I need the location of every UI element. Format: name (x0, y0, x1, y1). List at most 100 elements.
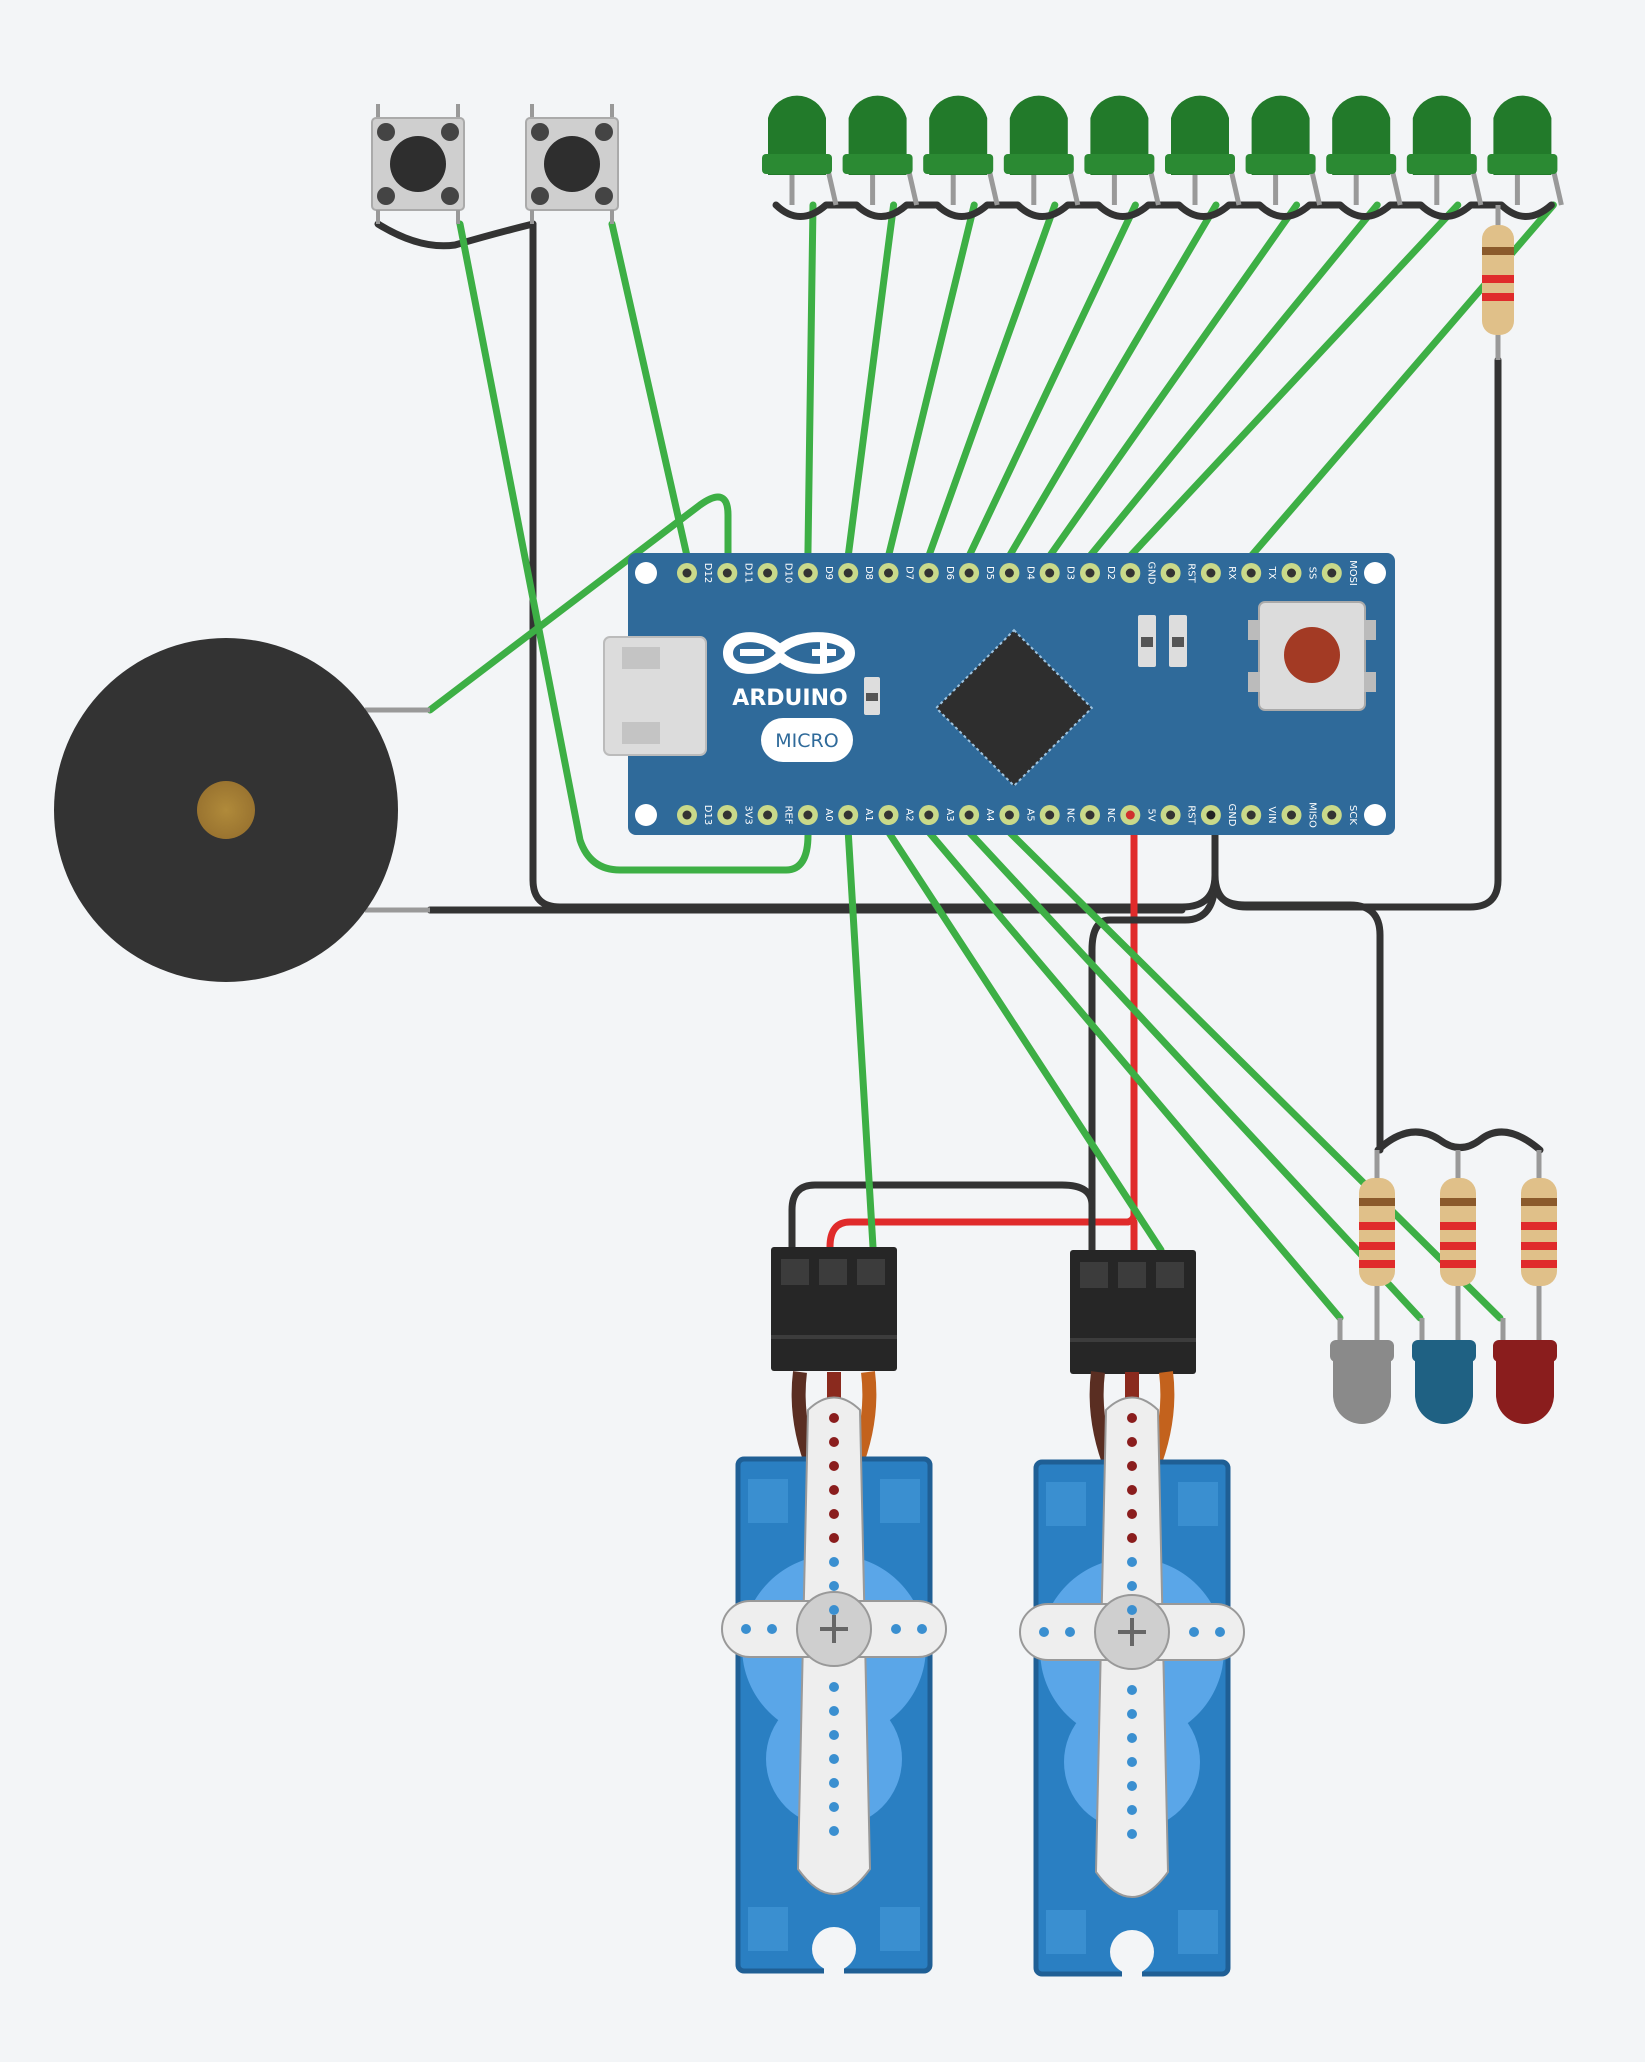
status-ground-chain[interactable] (1374, 1128, 1544, 1154)
pin-label: A2 (904, 808, 915, 821)
green-led[interactable] (842, 95, 920, 206)
servo-motor-1[interactable] (721, 1371, 947, 1979)
buzzer-signal-wire[interactable] (426, 493, 732, 714)
green-led[interactable] (1003, 95, 1081, 206)
pin-label: A0 (823, 808, 834, 821)
green-led-row (762, 95, 1564, 206)
pin-label: A1 (863, 808, 874, 821)
gray-led[interactable] (1330, 1318, 1394, 1424)
pin-label: RX (1226, 566, 1237, 580)
pin-label: RST (1186, 563, 1197, 583)
pin-label: D4 (1024, 566, 1035, 580)
green-led[interactable] (1326, 95, 1403, 206)
button2-signal-wire[interactable] (608, 220, 691, 560)
pushbutton-1[interactable] (371, 104, 465, 224)
pin-label: GND (1226, 804, 1237, 827)
pin-label: MISO (1307, 802, 1318, 828)
servo-connector-1 (771, 1247, 897, 1371)
gray-led-signal-wire[interactable] (925, 828, 1344, 1322)
led-ground-wire[interactable] (772, 201, 1555, 220)
pin-label: D11 (742, 563, 753, 583)
reset-button[interactable] (1248, 601, 1376, 711)
pin-label: NC (1105, 808, 1116, 822)
pin-label: 3V3 (742, 805, 753, 825)
buzzer-center-icon (197, 781, 255, 839)
pin-label: D9 (823, 566, 834, 580)
green-led[interactable] (1165, 95, 1242, 206)
servo2-ground-wire[interactable] (1088, 876, 1219, 1254)
pin-label: A5 (1024, 808, 1035, 821)
pin-label: A3 (944, 808, 955, 821)
led-signal-wire[interactable] (1126, 201, 1462, 560)
green-led[interactable] (1084, 95, 1161, 206)
button1-signal-wire[interactable] (456, 220, 812, 874)
wires (374, 201, 1557, 1322)
pin-label: D13 (702, 805, 713, 825)
status-ground-wire[interactable] (1211, 876, 1384, 1154)
led-signal-wire[interactable] (844, 201, 898, 560)
blue-led-signal-wire[interactable] (965, 828, 1424, 1322)
pin-label: VIN (1266, 806, 1277, 823)
board-brand-label: ARDUINO (732, 686, 847, 711)
green-led[interactable] (762, 95, 839, 206)
pin-label: D3 (1065, 566, 1076, 580)
servo-power-wire[interactable] (826, 831, 1138, 1251)
status-led-group (1330, 1318, 1557, 1424)
pin-label: 5V (1145, 808, 1156, 821)
pin-label: D12 (702, 563, 713, 583)
button-cap-icon (390, 136, 446, 192)
green-led[interactable] (1406, 95, 1484, 206)
status-resistor[interactable] (1440, 1150, 1476, 1345)
pin-label: MOSI (1347, 560, 1358, 586)
pin-label: SS (1307, 567, 1318, 580)
blue-led[interactable] (1412, 1318, 1476, 1424)
pin-label: D8 (863, 566, 874, 580)
bottom-header-pins: D13 3V3 REF A0 A1 A2 A3 A4 A5 NC NC 5V RST GND VIN MISO… (677, 802, 1358, 828)
pin-label: D2 (1105, 566, 1116, 580)
led-signal-wire[interactable] (1005, 201, 1220, 560)
green-led[interactable] (1487, 95, 1564, 206)
green-led[interactable] (1245, 95, 1323, 206)
arduino-logo-icon (722, 632, 856, 674)
red-led-signal-wire[interactable] (1005, 828, 1504, 1322)
led-signal-wire[interactable] (965, 201, 1139, 560)
resistor-top-right[interactable] (1482, 205, 1514, 360)
servo-motors (721, 1371, 1245, 1982)
servo-connector-2 (1070, 1250, 1196, 1374)
board-model-badge (761, 718, 853, 762)
pin-label: D6 (944, 566, 955, 580)
status-resistors (1359, 1150, 1557, 1345)
top-header-pins: D12 D11 D10 D9 D8 D7 D6 D5 D4 D3 D2 GND RST RX TX SS MOS… (677, 560, 1358, 586)
led-signal-wire[interactable] (1086, 201, 1381, 560)
green-led[interactable] (923, 95, 1000, 206)
microcontroller-chip-icon (934, 628, 1094, 788)
servo1-ground-wire[interactable] (788, 1181, 1096, 1251)
pin-label: SCK (1347, 805, 1358, 825)
status-resistor[interactable] (1359, 1150, 1395, 1345)
led-signal-wire[interactable] (925, 201, 1059, 560)
pin-label: TX (1266, 566, 1277, 580)
pin-label: NC (1065, 808, 1076, 822)
servo1-signal-wire[interactable] (844, 828, 877, 1251)
pin-label: GND (1145, 562, 1156, 585)
pin-label: D7 (904, 566, 915, 580)
button-cap-icon (544, 136, 600, 192)
pin-label: D5 (984, 566, 995, 580)
servo-motor-2[interactable] (1019, 1371, 1245, 1982)
led-signal-wire[interactable] (885, 201, 978, 560)
pin-label: RST (1186, 805, 1197, 825)
status-resistor[interactable] (1521, 1150, 1557, 1345)
board-model-label: MICRO (775, 730, 838, 752)
piezo-buzzer[interactable] (54, 638, 430, 982)
led-signal-wire[interactable] (1046, 201, 1301, 560)
pushbutton-2[interactable] (525, 104, 619, 224)
red-led[interactable] (1493, 1318, 1557, 1424)
pin-label: A4 (984, 808, 995, 821)
servo2-signal-wire[interactable] (885, 828, 1165, 1254)
pin-label: D10 (783, 563, 794, 583)
button-ground-link[interactable] (374, 220, 537, 250)
pin-label: REF (783, 805, 794, 824)
led-signal-wire[interactable] (804, 201, 817, 560)
